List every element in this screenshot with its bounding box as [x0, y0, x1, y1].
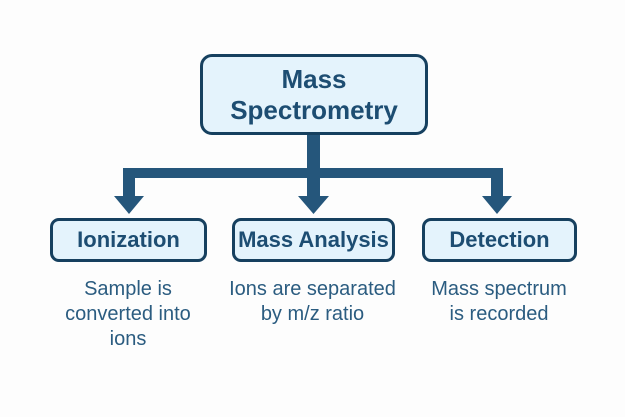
node-mass-analysis-label: Mass Analysis — [238, 227, 389, 252]
arrow-left-head-icon — [114, 196, 144, 214]
node-ionization: Ionization — [50, 218, 207, 262]
node-mass-spectrometry-label: Mass Spectrometry — [230, 64, 398, 125]
node-detection: Detection — [422, 218, 577, 262]
node-mass-analysis: Mass Analysis — [232, 218, 395, 262]
description-ionization: Sample is converted into ions — [65, 278, 191, 350]
arrow-middle-shaft — [307, 168, 320, 198]
node-mass-spectrometry: Mass Spectrometry — [200, 54, 428, 135]
arrow-right-shaft — [491, 168, 503, 198]
node-detection-label: Detection — [449, 227, 550, 252]
arrow-middle-head-icon — [298, 196, 329, 214]
arrow-left-shaft — [123, 168, 135, 198]
description-mass-analysis: Ions are separated by m/z ratio — [229, 278, 396, 325]
node-ionization-label: Ionization — [77, 227, 180, 252]
connector-stem — [307, 132, 320, 178]
arrow-right-head-icon — [482, 196, 512, 214]
connector-bar — [123, 168, 503, 178]
description-detection: Mass spectrum is recorded — [431, 278, 567, 325]
